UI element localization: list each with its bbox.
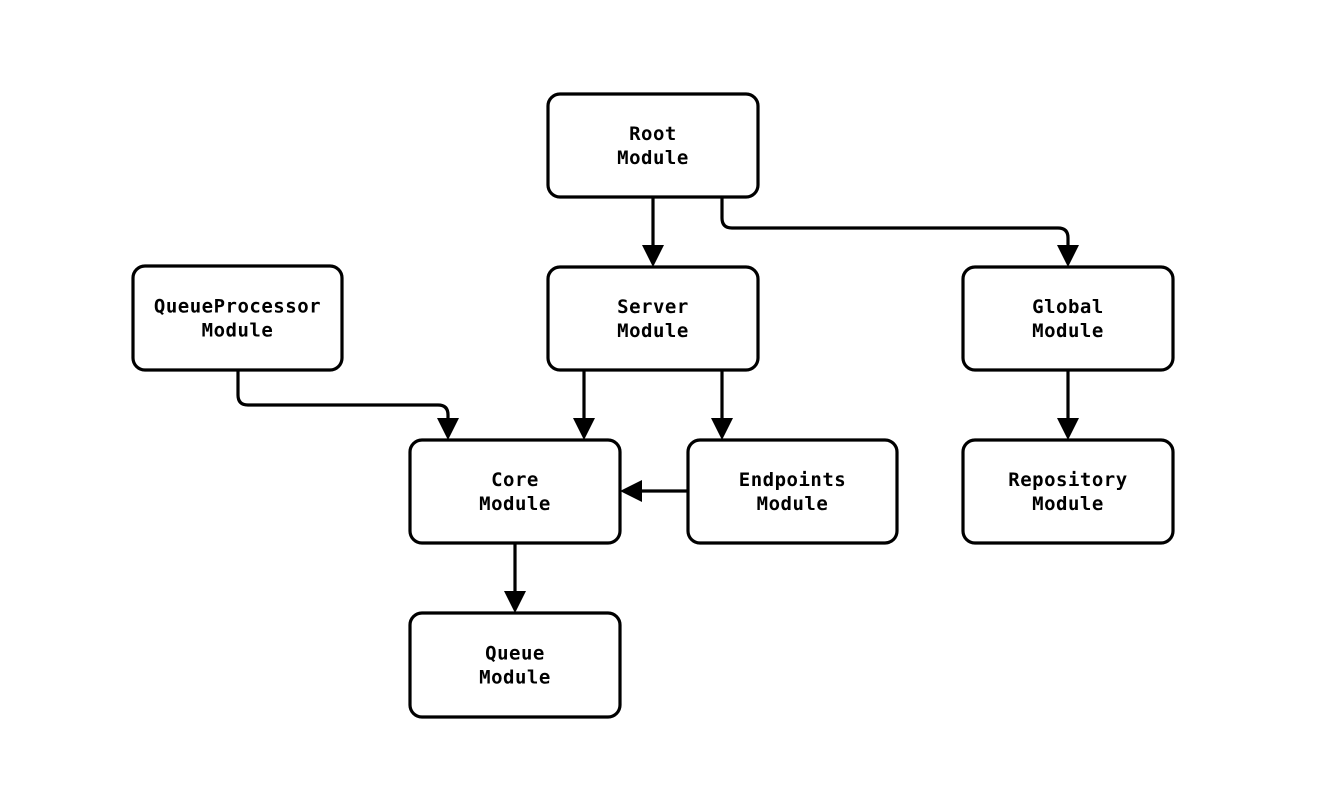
- node-label-line2: Module: [617, 147, 689, 169]
- arrowhead-icon: [642, 245, 664, 267]
- edge-core-to-queue: [504, 543, 526, 613]
- node-label-line1: QueueProcessor: [154, 296, 321, 318]
- node-label-line1: Queue: [485, 643, 545, 665]
- node-label-line1: Server: [617, 296, 689, 318]
- arrowhead-icon: [437, 418, 459, 440]
- node-label-line1: Core: [491, 469, 539, 491]
- node-label-line2: Module: [1032, 320, 1104, 342]
- edges-layer: [236, 197, 1079, 613]
- nodes-layer: RootModuleQueueProcessorModuleServerModu…: [131, 92, 1175, 719]
- arrowhead-icon: [620, 480, 642, 502]
- edge-global-to-repository: [1057, 370, 1079, 440]
- edge-line: [236, 370, 450, 428]
- node-box[interactable]: [546, 265, 760, 372]
- node-label-line1: Root: [629, 123, 677, 145]
- node-label-line2: Module: [202, 320, 274, 342]
- node-box[interactable]: [686, 438, 899, 545]
- node-label-line1: Repository: [1008, 469, 1127, 491]
- node-box[interactable]: [131, 264, 344, 372]
- edge-root-to-server: [642, 197, 664, 267]
- arrowhead-icon: [711, 418, 733, 440]
- node-label-line2: Module: [479, 493, 551, 515]
- node-label-line2: Module: [757, 493, 829, 515]
- node-label-line1: Global: [1032, 296, 1104, 318]
- edge-server-to-core: [573, 370, 595, 440]
- node-label-line1: Endpoints: [739, 469, 846, 491]
- node-label-line2: Module: [1032, 493, 1104, 515]
- edge-endpoints-to-core: [620, 480, 688, 502]
- edge-line: [720, 197, 1070, 255]
- node-box[interactable]: [408, 611, 622, 719]
- edge-queueprocessor-to-core: [236, 370, 459, 440]
- node-box[interactable]: [546, 92, 760, 199]
- node-box[interactable]: [961, 265, 1175, 372]
- node-box[interactable]: [961, 438, 1175, 545]
- node-label-line2: Module: [479, 667, 551, 689]
- edge-root-to-global: [720, 197, 1079, 267]
- arrowhead-icon: [504, 591, 526, 613]
- node-label-line2: Module: [617, 320, 689, 342]
- arrowhead-icon: [573, 418, 595, 440]
- arrowhead-icon: [1057, 418, 1079, 440]
- node-box[interactable]: [408, 438, 622, 545]
- edge-server-to-endpoints: [711, 370, 733, 440]
- arrowhead-icon: [1057, 245, 1079, 267]
